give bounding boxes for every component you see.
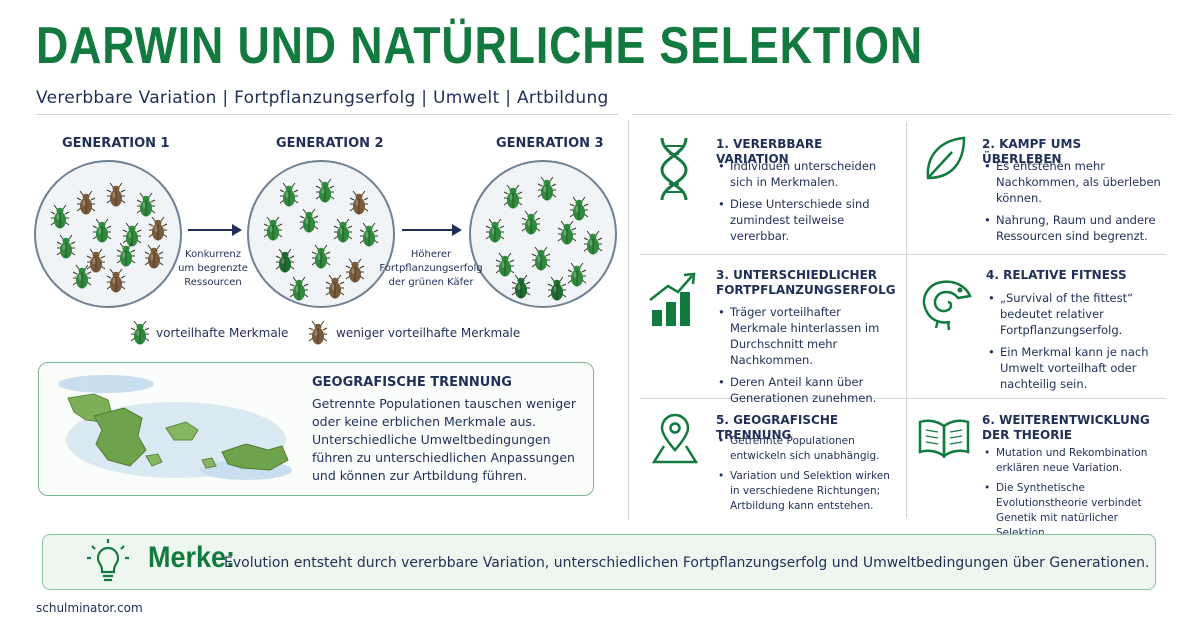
arrow-gen2-to-gen3 bbox=[402, 224, 462, 236]
card-2-bullet: Es entstehen mehr Nachkommen, als überle… bbox=[982, 158, 1166, 206]
green-beetle-icon bbox=[315, 178, 335, 204]
green-beetle-icon bbox=[511, 274, 531, 300]
brown-beetle-icon bbox=[308, 320, 328, 346]
footer-site: schulminator.com bbox=[36, 601, 143, 615]
merke-banner bbox=[42, 534, 1156, 590]
green-beetle-icon bbox=[567, 262, 587, 288]
card-1-bullet: Diese Unterschiede sind zumindest teilwe… bbox=[716, 196, 896, 244]
green-beetle-icon bbox=[136, 192, 156, 218]
card-2-list: Es entstehen mehr Nachkommen, als überle… bbox=[982, 158, 1166, 250]
header-divider-right bbox=[632, 114, 1172, 115]
card-grid-divider-vertical bbox=[906, 122, 907, 518]
generation-1-population bbox=[34, 160, 182, 308]
green-beetle-icon bbox=[537, 176, 557, 202]
green-beetle-icon bbox=[116, 242, 136, 268]
generation-2-population bbox=[247, 160, 395, 308]
chameleon-icon bbox=[922, 280, 972, 331]
card-4-title: 4. RELATIVE FITNESS bbox=[986, 268, 1127, 282]
map-pin-icon bbox=[652, 413, 698, 464]
green-beetle-icon bbox=[569, 196, 589, 222]
island-map-icon bbox=[58, 375, 292, 480]
brown-beetle-icon bbox=[106, 268, 126, 294]
card-5-bullet: Getrennte Populationen entwickeln sich u… bbox=[716, 434, 898, 464]
card-grid-divider-2 bbox=[640, 398, 1166, 399]
arrow-gen1-to-gen2 bbox=[188, 224, 242, 236]
header-divider bbox=[36, 114, 618, 115]
card-3-list: Träger vorteilhafter Merkmale hinterlass… bbox=[716, 304, 896, 412]
open-book-icon bbox=[918, 419, 970, 458]
generation-2-label: GENERATION 2 bbox=[276, 136, 384, 151]
green-beetle-icon bbox=[547, 276, 567, 302]
green-beetle-icon bbox=[333, 218, 353, 244]
card-1-bullet: Individuen unterscheiden sich in Merkmal… bbox=[716, 158, 896, 190]
card-6-bullet: Die Synthetische Evolutionstheorie verbi… bbox=[982, 481, 1166, 541]
green-beetle-icon bbox=[583, 230, 603, 256]
green-beetle-icon bbox=[92, 218, 112, 244]
card-5-bullet: Variation und Selektion wirken in versch… bbox=[716, 469, 898, 514]
page-title: DARWIN UND NATÜRLICHE SELEKTION bbox=[36, 17, 924, 75]
green-beetle-icon bbox=[130, 320, 150, 346]
legend-advantageous: vorteilhafte Merkmale bbox=[156, 326, 289, 340]
brown-beetle-icon bbox=[148, 216, 168, 242]
card-4-bullet: „Survival of the fittest“ bedeutet relat… bbox=[986, 290, 1168, 338]
green-beetle-icon bbox=[275, 248, 295, 274]
green-beetle-icon bbox=[521, 210, 541, 236]
card-5-list: Getrennte Populationen entwickeln sich u… bbox=[716, 434, 898, 519]
green-beetle-icon bbox=[279, 182, 299, 208]
green-beetle-icon bbox=[485, 218, 505, 244]
green-beetle-icon bbox=[311, 244, 331, 270]
green-beetle-icon bbox=[503, 184, 523, 210]
geo-description: Getrennte Populationen tauschen weniger … bbox=[312, 396, 576, 483]
green-beetle-icon bbox=[50, 204, 70, 230]
generation-3-population bbox=[469, 160, 617, 308]
card-6-bullet: Mutation und Rekombination erklären neue… bbox=[982, 446, 1166, 476]
page-subtitle: Vererbbare Variation | Fortpflanzungserf… bbox=[36, 88, 609, 108]
brown-beetle-icon bbox=[76, 190, 96, 216]
legend-less-advantageous: weniger vorteilhafte Merkmale bbox=[336, 326, 521, 340]
green-beetle-icon bbox=[72, 264, 92, 290]
card-4-list: „Survival of the fittest“ bedeutet relat… bbox=[986, 290, 1168, 398]
dna-icon bbox=[660, 137, 688, 201]
lightbulb-icon bbox=[87, 539, 129, 582]
green-beetle-icon bbox=[531, 246, 551, 272]
card-3-title: 3. UNTERSCHIEDLICHER FORTPFLANZUNGSERFOL… bbox=[716, 268, 896, 297]
card-2-bullet: Nahrung, Raum und andere Ressourcen sind… bbox=[982, 212, 1166, 244]
generation-1-label: GENERATION 1 bbox=[62, 136, 170, 151]
card-6-title: 6. WEITERENTWICKLUNG DER THEORIE bbox=[982, 413, 1150, 442]
leaf-icon bbox=[926, 136, 966, 180]
growth-chart-icon bbox=[649, 272, 696, 326]
brown-beetle-icon bbox=[144, 244, 164, 270]
green-beetle-icon bbox=[359, 222, 379, 248]
card-3-bullet: Deren Anteil kann über Generationen zune… bbox=[716, 374, 896, 406]
brown-beetle-icon bbox=[345, 258, 365, 284]
geo-title: GEOGRAFISCHE TRENNUNG bbox=[312, 375, 512, 390]
card-4-bullet: Ein Merkmal kann je nach Umwelt vorteilh… bbox=[986, 344, 1168, 392]
brown-beetle-icon bbox=[106, 182, 126, 208]
generation-3-label: GENERATION 3 bbox=[496, 136, 604, 151]
green-beetle-icon bbox=[299, 208, 319, 234]
merke-label: Merke: bbox=[148, 541, 236, 574]
card-grid-divider-1 bbox=[640, 254, 1166, 255]
card-6-list: Mutation und Rekombination erklären neue… bbox=[982, 446, 1166, 546]
column-divider bbox=[628, 120, 629, 520]
card-3-bullet: Träger vorteilhafter Merkmale hinterlass… bbox=[716, 304, 896, 368]
brown-beetle-icon bbox=[325, 274, 345, 300]
green-beetle-icon bbox=[557, 220, 577, 246]
green-beetle-icon bbox=[56, 234, 76, 260]
brown-beetle-icon bbox=[349, 190, 369, 216]
green-beetle-icon bbox=[263, 216, 283, 242]
merke-text: Evolution entsteht durch vererbbare Vari… bbox=[224, 555, 1150, 571]
card-1-list: Individuen unterscheiden sich in Merkmal… bbox=[716, 158, 896, 250]
green-beetle-icon bbox=[289, 276, 309, 302]
